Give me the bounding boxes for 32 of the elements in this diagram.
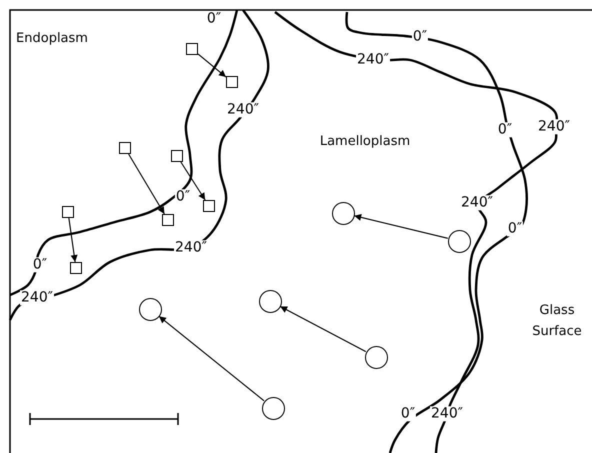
arrow: [180, 162, 206, 200]
contour-label: 240″: [20, 290, 54, 306]
contour-label: 240″: [430, 406, 464, 422]
arrow: [354, 214, 448, 239]
cell-circle: [262, 396, 284, 420]
arrow: [158, 316, 264, 402]
arrow: [198, 54, 226, 78]
arrow: [68, 218, 78, 262]
cell-circle: [258, 290, 282, 312]
contour-label: 0″: [506, 221, 524, 237]
particle-square: [70, 262, 82, 274]
particle-square: [186, 43, 198, 55]
contour-label: 0″: [400, 406, 416, 422]
particle-square: [226, 76, 238, 88]
particle-square: [119, 142, 131, 154]
particle-square: [62, 206, 74, 218]
arrow: [280, 306, 366, 352]
cell-circle: [332, 202, 354, 224]
cell-circle: [138, 298, 162, 320]
arrow: [128, 154, 165, 214]
contour-label: 240″: [226, 102, 260, 118]
particle-square: [203, 200, 215, 212]
cell-circle: [364, 346, 388, 368]
contour-label: 240″: [537, 119, 571, 135]
particle-square: [162, 214, 174, 226]
region-label: Endoplasm: [15, 32, 89, 46]
cell-circle: [448, 230, 470, 252]
contour-label: 0″: [32, 257, 48, 273]
contour-label: 0″: [496, 122, 514, 138]
contour-label: 240″: [460, 195, 494, 211]
region-label: Lamelloplasm: [318, 134, 412, 150]
particle-square: [171, 150, 183, 162]
